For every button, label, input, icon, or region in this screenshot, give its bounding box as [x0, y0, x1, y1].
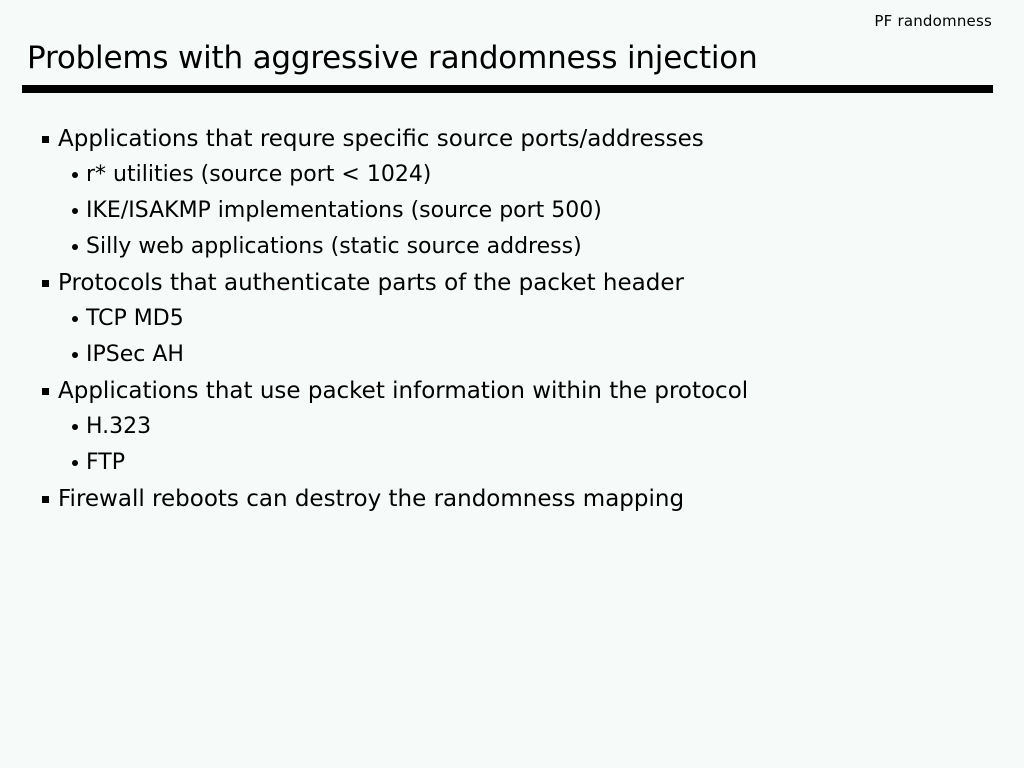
round-bullet-icon: [72, 316, 78, 322]
list-item-label: TCP MD5: [86, 306, 184, 331]
list-item: Firewall reboots can destroy the randomn…: [0, 484, 1024, 520]
list-item: r* utilities (source port < 1024): [0, 160, 1024, 196]
list-item: IKE/ISAKMP implementations (source port …: [0, 196, 1024, 232]
list-item-label: Applications that use packet information…: [58, 378, 749, 404]
list-item: Protocols that authenticate parts of the…: [0, 268, 1024, 304]
round-bullet-icon: [72, 460, 78, 466]
round-bullet-icon: [72, 352, 78, 358]
list-item-label: FTP: [86, 450, 125, 475]
list-item: Silly web applications (static source ad…: [0, 232, 1024, 268]
list-item-label: Protocols that authenticate parts of the…: [58, 270, 684, 296]
square-bullet-icon: [42, 136, 49, 143]
list-item: Applications that requre specific source…: [0, 124, 1024, 160]
running-head: PF randomness: [874, 12, 992, 30]
list-item-label: IPSec AH: [86, 342, 184, 367]
list-item: H.323: [0, 412, 1024, 448]
title-divider: [22, 85, 993, 93]
list-item-label: IKE/ISAKMP implementations (source port …: [86, 198, 602, 223]
bullet-list: Applications that requre specific source…: [0, 124, 1024, 520]
list-item-label: H.323: [86, 414, 152, 439]
round-bullet-icon: [72, 424, 78, 430]
square-bullet-icon: [42, 496, 49, 503]
list-item: Applications that use packet information…: [0, 376, 1024, 412]
list-item: FTP: [0, 448, 1024, 484]
page-title: Problems with aggressive randomness inje…: [27, 40, 758, 76]
list-item-label: Silly web applications (static source ad…: [86, 234, 582, 259]
list-item: IPSec AH: [0, 340, 1024, 376]
list-item-label: Applications that requre specific source…: [58, 126, 704, 152]
list-item-label: r* utilities (source port < 1024): [86, 162, 432, 187]
square-bullet-icon: [42, 280, 49, 287]
list-item: TCP MD5: [0, 304, 1024, 340]
square-bullet-icon: [42, 388, 49, 395]
list-item-label: Firewall reboots can destroy the randomn…: [58, 486, 685, 512]
round-bullet-icon: [72, 244, 78, 250]
round-bullet-icon: [72, 208, 78, 214]
round-bullet-icon: [72, 172, 78, 178]
